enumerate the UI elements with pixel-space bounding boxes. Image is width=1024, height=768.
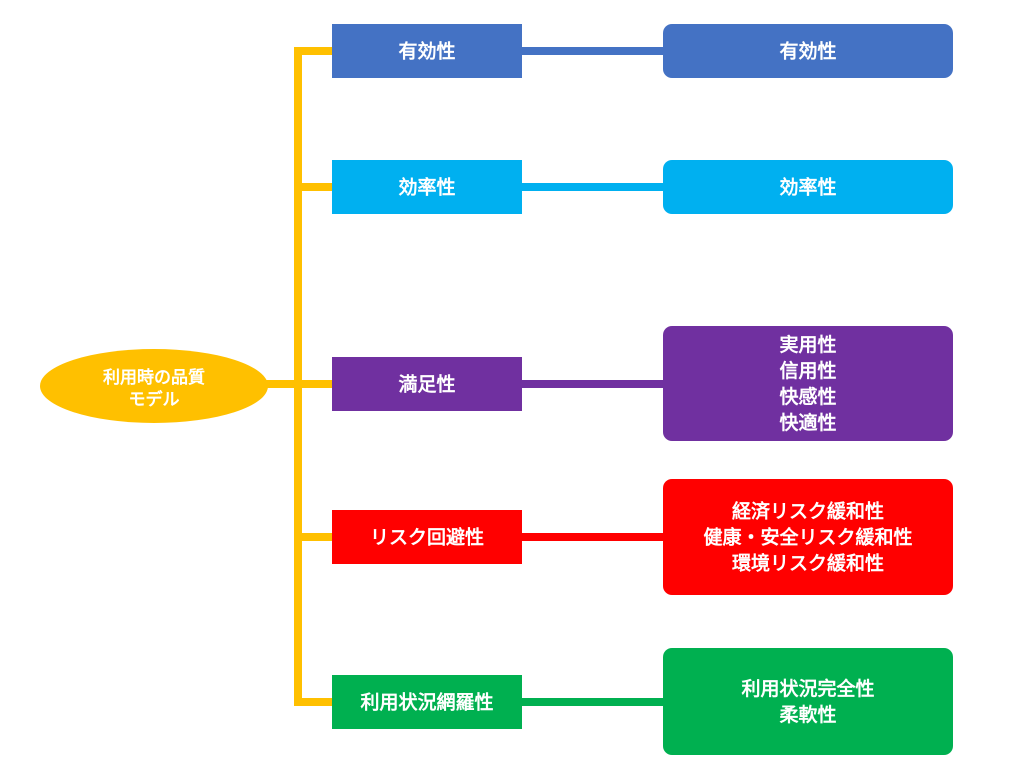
category-node: 満足性 <box>332 357 522 411</box>
subcharacteristic-box <box>663 479 953 595</box>
category-box <box>332 160 522 214</box>
subcharacteristic-label: 柔軟性 <box>779 703 836 726</box>
subcharacteristic-box <box>663 24 953 78</box>
subcharacteristic-label: 有効性 <box>779 40 836 63</box>
subcharacteristic-node: 効率性 <box>663 160 953 214</box>
category-label: 利用状況網羅性 <box>360 691 493 714</box>
category-node: 有効性 <box>332 24 522 78</box>
subcharacteristic-label: 効率性 <box>779 176 836 199</box>
subcharacteristic-label: 快感性 <box>779 385 836 408</box>
subcharacteristic-box <box>663 648 953 755</box>
subcharacteristic-label: 実用性 <box>779 333 836 356</box>
category-box <box>332 24 522 78</box>
category-label: リスク回避性 <box>370 526 484 549</box>
category-label: 有効性 <box>398 40 455 63</box>
subcharacteristic-label: 快適性 <box>779 411 836 434</box>
subcharacteristic-label: 経済リスク緩和性 <box>732 500 884 523</box>
subcharacteristic-box <box>663 160 953 214</box>
root-label-line-1: 利用時の品質 <box>103 367 205 388</box>
category-node: リスク回避性 <box>332 510 522 564</box>
subcharacteristic-label: 信用性 <box>779 359 836 382</box>
subcharacteristic-label: 健康・安全リスク緩和性 <box>703 526 912 549</box>
root-label-line-2: モデル <box>129 389 180 410</box>
subcharacteristic-label: 環境リスク緩和性 <box>732 552 884 575</box>
root-ellipse <box>40 349 268 423</box>
category-label: 満足性 <box>398 373 455 396</box>
subcharacteristic-node: 有効性 <box>663 24 953 78</box>
connector-lines <box>266 47 663 706</box>
category-node: 利用状況網羅性 <box>332 675 522 729</box>
subcharacteristic-label: 利用状況完全性 <box>741 677 874 700</box>
category-box <box>332 357 522 411</box>
category-node: 効率性 <box>332 160 522 214</box>
category-box <box>332 675 522 729</box>
category-label: 効率性 <box>398 176 455 199</box>
category-box <box>332 510 522 564</box>
root-node: 利用時の品質 モデル <box>40 349 268 423</box>
subcharacteristic-box <box>663 326 953 441</box>
